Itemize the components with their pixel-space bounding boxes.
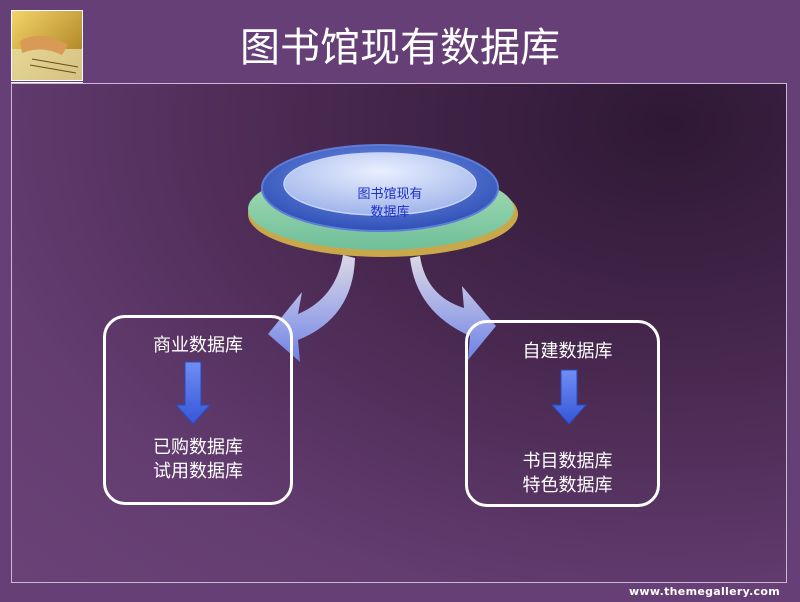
- commercial-database-box: [103, 315, 293, 505]
- purchased-trial-labels: 已购数据库 试用数据库: [103, 436, 293, 484]
- purchased-database-label: 已购数据库: [153, 437, 243, 458]
- database-disc-icon: [248, 144, 518, 257]
- center-label-line1: 图书馆现有: [357, 187, 423, 202]
- catalog-database-label: 书目数据库: [522, 451, 613, 472]
- right-down-arrow-icon: [550, 369, 588, 425]
- thumbnail-hands-image: [11, 10, 83, 81]
- commercial-database-label: 商业数据库: [153, 335, 243, 356]
- trial-database-label: 试用数据库: [153, 461, 243, 482]
- center-database-label: 图书馆现有 数据库: [330, 186, 450, 222]
- center-label-line2: 数据库: [370, 205, 410, 220]
- watermark: www.themegallery.com: [628, 585, 780, 598]
- self-built-database-box: [465, 320, 660, 507]
- catalog-special-labels: 书目数据库 特色数据库: [470, 450, 665, 498]
- slide-title: 图书馆现有数据库: [240, 25, 560, 71]
- self-built-database-label: 自建数据库: [522, 341, 613, 362]
- left-down-arrow-icon: [174, 361, 212, 425]
- special-database-label: 特色数据库: [522, 475, 613, 496]
